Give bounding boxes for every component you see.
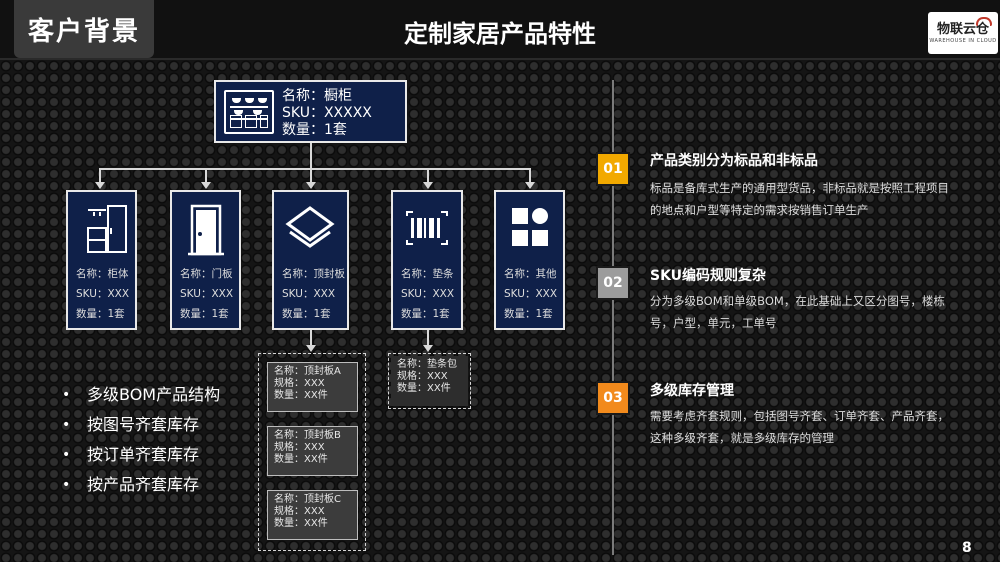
arrow-icon — [423, 182, 433, 189]
point-number-badge: 02 — [596, 266, 630, 300]
page-title: 定制家居产品特性 — [404, 20, 596, 48]
child-qty: 数量：1套 — [504, 308, 553, 320]
bullet-item: 按图号齐套库存 — [62, 410, 220, 440]
child-name: 名称：其他 — [504, 268, 557, 280]
child-node-text: 名称：门板 SKU：XXX 数量：1套 — [180, 264, 233, 324]
arrow-icon — [525, 182, 535, 189]
sub-item-card: 名称：顶封板A 规格：XXX 数量：XX件 — [267, 362, 358, 412]
logo-main-text: 物联云仓 — [936, 22, 989, 37]
child-sku: SKU：XXX — [282, 288, 336, 300]
child-name: 名称：垫条 — [401, 268, 454, 280]
child-sku: SKU：XXX — [401, 288, 455, 300]
sub-item-name: 名称：顶封板B — [274, 430, 341, 441]
connector — [310, 143, 312, 169]
root-node-text: 名称：橱柜 SKU：XXXXX 数量：1套 — [282, 88, 372, 139]
child-qty: 数量：1套 — [401, 308, 450, 320]
sub-item-name: 名称：垫条包 — [397, 359, 457, 370]
child-sku: SKU：XXX — [180, 288, 234, 300]
strip-sub-group — [388, 353, 471, 409]
child-node-cabinet-body: 名称：柜体 SKU：XXX 数量：1套 — [66, 190, 137, 330]
root-qty: 数量：1套 — [282, 122, 347, 138]
arrow-icon — [306, 345, 316, 352]
barcode-icon — [393, 200, 461, 260]
child-qty: 数量：1套 — [76, 308, 125, 320]
sub-item-name: 名称：顶封板C — [274, 494, 341, 505]
sub-item-name: 名称：顶封板A — [274, 366, 341, 377]
sub-item-qty: 数量：XX件 — [397, 383, 451, 394]
child-sku: SKU：XXX — [504, 288, 558, 300]
connector — [310, 168, 312, 183]
point-description: 需要考虑齐套规则，包括图号齐套、订单齐套、产品齐套，这种多级齐套，就是多级库存的… — [650, 409, 949, 445]
point-title: SKU编码规则复杂 — [650, 268, 767, 284]
arrow-icon — [423, 345, 433, 352]
child-node-other: 名称：其他 SKU：XXX 数量：1套 — [494, 190, 565, 330]
connector — [310, 330, 312, 346]
child-name: 名称：柜体 — [76, 268, 129, 280]
connector — [427, 330, 429, 346]
timeline-line — [612, 80, 614, 555]
child-node-top-panel: 名称：顶封板 SKU：XXX 数量：1套 — [272, 190, 349, 330]
sub-item-qty: 数量：XX件 — [274, 390, 328, 401]
sub-item-qty: 数量：XX件 — [274, 518, 328, 529]
logo-sub-text: WAREHOUSE IN CLOUD — [929, 38, 997, 44]
grid-icon — [496, 200, 563, 260]
child-node-strip: 名称：垫条 SKU：XXX 数量：1套 — [391, 190, 463, 330]
arrow-icon — [95, 182, 105, 189]
child-sku: SKU：XXX — [76, 288, 130, 300]
sub-item-card: 名称：顶封板B 规格：XXX 数量：XX件 — [267, 426, 358, 476]
bullet-list: 多级BOM产品结构 按图号齐套库存 按订单齐套库存 按产品齐套库存 — [62, 380, 220, 500]
connector — [427, 168, 429, 183]
connector — [99, 168, 531, 170]
child-node-door-panel: 名称：门板 SKU：XXX 数量：1套 — [170, 190, 241, 330]
bullet-item: 多级BOM产品结构 — [62, 380, 220, 410]
cabinet-icon — [224, 90, 274, 134]
child-qty: 数量：1套 — [282, 308, 331, 320]
section-title: 客户背景 — [14, 0, 154, 58]
wardrobe-icon — [68, 200, 135, 260]
company-logo: 物联云仓 WAREHOUSE IN CLOUD — [928, 12, 998, 54]
cloud-icon — [976, 17, 992, 26]
layers-icon — [274, 200, 347, 260]
sub-item-card: 名称：顶封板C 规格：XXX 数量：XX件 — [267, 490, 358, 540]
child-name: 名称：门板 — [180, 268, 233, 280]
child-name: 名称：顶封板 — [282, 268, 345, 280]
header-bar — [0, 0, 1000, 60]
sub-item-spec: 规格：XXX — [397, 371, 448, 382]
top-panel-sub-group — [258, 353, 366, 551]
arrow-icon — [201, 182, 211, 189]
connector — [205, 168, 207, 183]
sub-item-spec: 规格：XXX — [274, 378, 325, 389]
child-node-text: 名称：其他 SKU：XXX 数量：1套 — [504, 264, 557, 324]
point-number-badge: 01 — [596, 152, 630, 186]
child-qty: 数量：1套 — [180, 308, 229, 320]
child-node-text: 名称：垫条 SKU：XXX 数量：1套 — [401, 264, 454, 324]
connector — [529, 168, 531, 183]
bullet-item: 按订单齐套库存 — [62, 440, 220, 470]
sub-item-spec: 规格：XXX — [274, 506, 325, 517]
point-description: 分为多级BOM和单级BOM，在此基础上又区分图号，楼栋号，户型，单元，工单号 — [650, 294, 945, 330]
sub-item-qty: 数量：XX件 — [274, 454, 328, 465]
point-title: 产品类别分为标品和非标品 — [650, 153, 818, 169]
root-sku: SKU：XXXXX — [282, 105, 372, 121]
point-number-badge: 03 — [596, 381, 630, 415]
arrow-icon — [306, 182, 316, 189]
connector — [99, 168, 101, 183]
child-node-text: 名称：柜体 SKU：XXX 数量：1套 — [76, 264, 129, 324]
sub-item-spec: 规格：XXX — [274, 442, 325, 453]
point-description: 标品是备库式生产的通用型货品，非标品就是按照工程项目的地点和户型等特定的需求按销… — [650, 181, 949, 217]
point-title: 多级库存管理 — [650, 383, 734, 399]
root-node: 名称：橱柜 SKU：XXXXX 数量：1套 — [214, 80, 407, 143]
bullet-item: 按产品齐套库存 — [62, 470, 220, 500]
root-name: 名称：橱柜 — [282, 88, 352, 104]
door-icon — [172, 200, 239, 260]
sub-item-card: 名称：垫条包 规格：XXX 数量：XX件 — [391, 356, 468, 406]
page-number: 8 — [962, 540, 972, 556]
child-node-text: 名称：顶封板 SKU：XXX 数量：1套 — [282, 264, 345, 324]
